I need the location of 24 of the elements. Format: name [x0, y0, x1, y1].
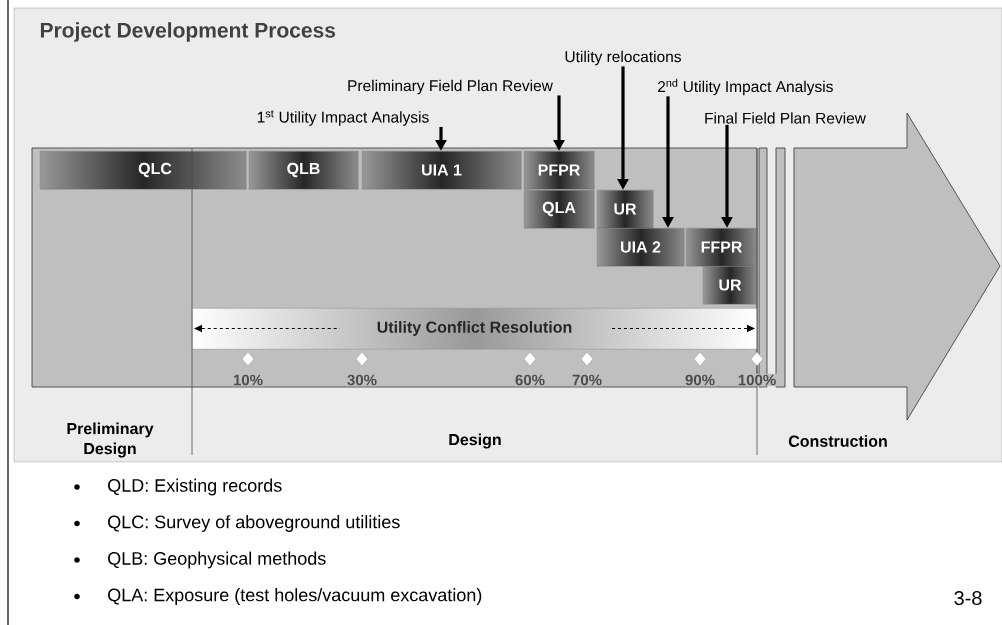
bullet-text: QLB: Geophysical methods	[108, 551, 326, 569]
bullet-text: QLC: Survey of aboveground utilities	[108, 515, 400, 532]
title: Project Development Process	[40, 22, 336, 42]
phase-box: UIA 2	[597, 228, 685, 267]
phase-box: UR	[703, 266, 758, 305]
phase-label: Preliminary Design	[67, 422, 154, 458]
phase-box: PFPR	[524, 151, 595, 190]
phase-box: QLB	[249, 151, 359, 190]
callout-text: 2$^{nd}$ Utility Impact Analysis	[658, 78, 833, 96]
callout-text: Preliminary Field Plan Review	[348, 79, 553, 95]
phase-box: QLA	[524, 190, 595, 229]
phase-box: UR	[597, 190, 654, 229]
bullet-text: QLD: Existing records	[108, 478, 282, 496]
phase-label: Design	[449, 433, 501, 449]
callout-text: 1$^{st}$ Utility Impact Analysis	[257, 110, 429, 126]
span-band: Utility Conflict Resolution	[192, 308, 758, 350]
page-number: 3-8	[954, 590, 982, 606]
bullet-text: QLA: Exposure (test holes/vacuum excavation)	[108, 588, 482, 605]
callout-text: Final Field Plan Review	[705, 112, 866, 124]
phase-box: QLC	[40, 151, 247, 190]
phase-label: Construction	[788, 435, 887, 447]
callout-text: Utility relocations	[565, 50, 681, 66]
phase-box: FFPR	[686, 228, 758, 267]
phase-box: UIA 1	[362, 151, 522, 190]
